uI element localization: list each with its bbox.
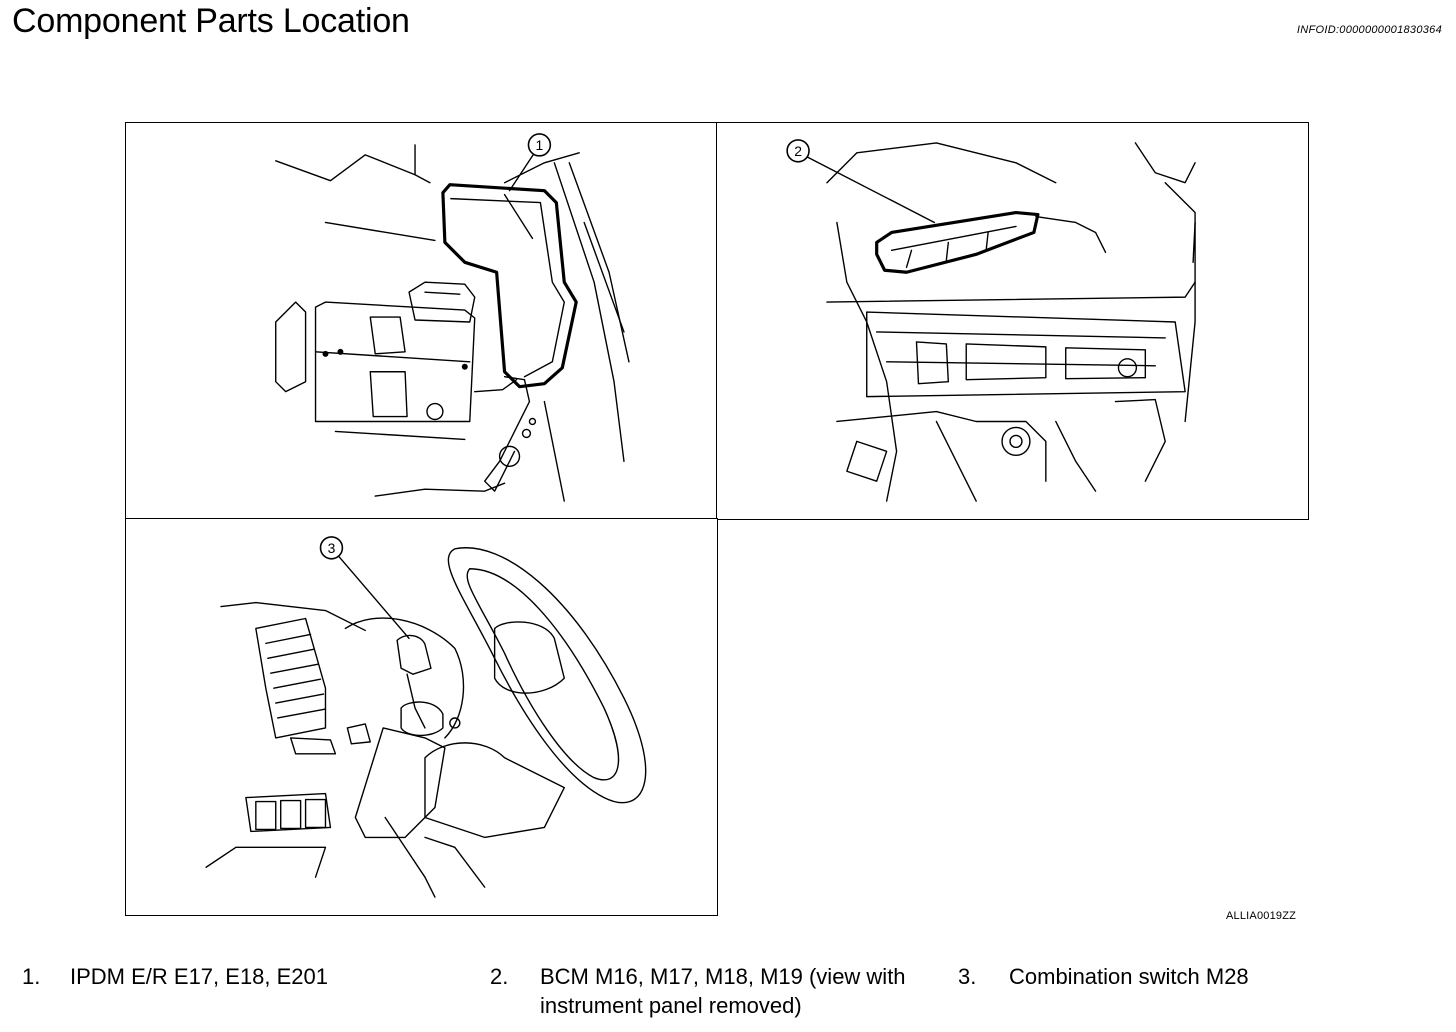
legend-text: Combination switch M28 (1009, 964, 1249, 989)
legend-text: IPDM E/R E17, E18, E201 (70, 964, 329, 989)
legend-number: 1. (22, 964, 41, 989)
bcm-dashboard-frame-illustration: 2 (786, 139, 1196, 502)
callout-1: 1 (508, 133, 552, 192)
svg-text:3: 3 (328, 540, 336, 556)
panel-bcm-location: 2 (716, 122, 1309, 520)
callout-3: 3 (319, 536, 410, 640)
figure-code: ALLIA0019ZZ (1226, 910, 1297, 922)
legend-number: 3. (958, 964, 977, 989)
ipdm-engine-compartment-illustration: 1 (275, 133, 630, 502)
panel-ipdm-location: 1 (125, 122, 718, 520)
svg-text:2: 2 (794, 143, 802, 159)
steering-column-illustration: 3 (205, 536, 647, 898)
panel-combination-switch-location: 3 (125, 518, 718, 916)
svg-text:1: 1 (536, 137, 544, 153)
callout-2: 2 (786, 139, 936, 224)
info-id: INFOID:0000000001830364 (1296, 24, 1442, 36)
page-title: Component Parts Location (12, 2, 410, 40)
legend-text: BCM M16, M17, M18, M19 (view with instru… (540, 964, 906, 1018)
legend-number: 2. (490, 964, 509, 989)
